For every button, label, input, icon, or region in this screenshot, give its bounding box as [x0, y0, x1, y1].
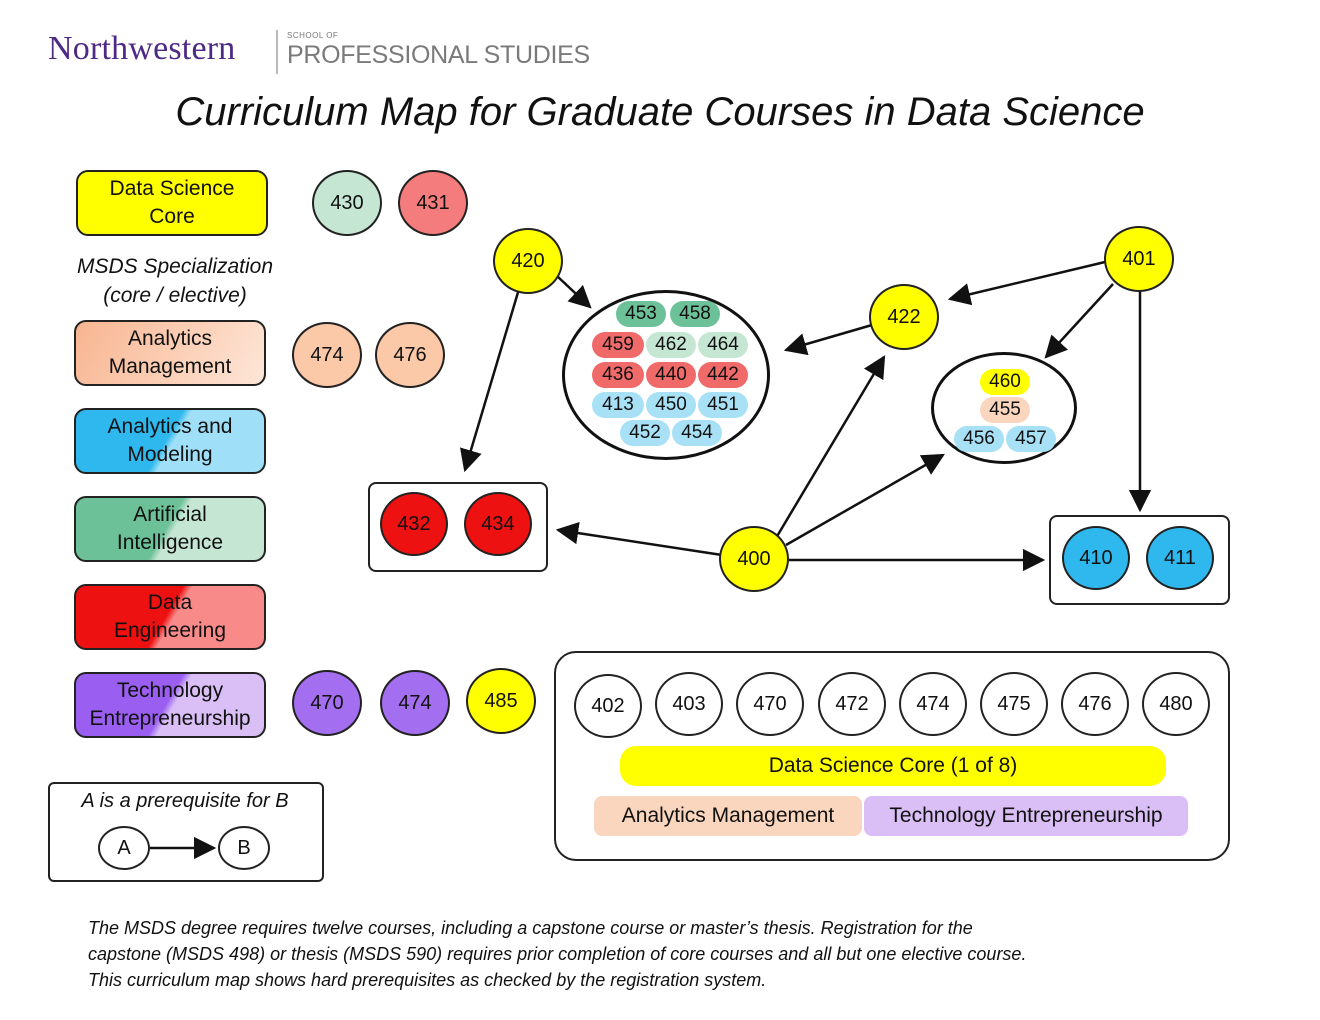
prerequisite-legend-box [48, 782, 324, 882]
legend-de-label: Data Engineering [113, 591, 227, 642]
course-474-te: 474 [380, 670, 450, 736]
course-413: 413 [592, 392, 644, 418]
arrow-400-to-small-cluster [785, 453, 945, 547]
shared-courses-box [554, 651, 1230, 861]
legend-ai-label: Artificial Intelligence [116, 503, 224, 554]
course-462: 462 [646, 332, 696, 358]
course-480: 480 [1142, 672, 1210, 736]
footnote: The MSDS degree requires twelve courses,… [88, 915, 1248, 993]
arrow-400-to-de-box [555, 521, 723, 557]
legend-data-engineering: Data Engineering [74, 584, 266, 650]
course-411: 411 [1146, 526, 1214, 590]
course-431: 431 [398, 170, 468, 236]
logo-professional-studies: PROFESSIONAL STUDIES [287, 41, 590, 69]
course-432: 432 [380, 492, 448, 556]
legend-analytics-modeling: Analytics and Modeling [74, 408, 266, 474]
analytics-management-bar: Analytics Management [594, 796, 862, 836]
course-475: 475 [980, 672, 1048, 736]
course-455: 455 [980, 397, 1030, 423]
page-title: Curriculum Map for Graduate Courses in D… [175, 90, 1145, 134]
course-400: 400 [719, 526, 789, 592]
course-453: 453 [616, 301, 666, 327]
logo-divider [276, 30, 278, 74]
course-422: 422 [869, 284, 939, 350]
course-452: 452 [620, 420, 670, 446]
elective-cluster-main [562, 290, 770, 460]
arrow-420-to-main-cluster [556, 275, 592, 309]
arrow-401-to-small-cluster [1044, 283, 1114, 359]
technology-entrepreneurship-bar: Technology Entrepreneurship [864, 796, 1188, 836]
legend-am-label: Analytics Management [108, 327, 232, 378]
course-434: 434 [464, 492, 532, 556]
course-430: 430 [312, 170, 382, 236]
course-420: 420 [493, 228, 563, 294]
course-459: 459 [592, 332, 644, 358]
course-472: 472 [818, 672, 886, 736]
arrow-422-to-main-cluster [783, 323, 873, 356]
footnote-line-2: capstone (MSDS 498) or thesis (MSDS 590)… [88, 944, 1027, 964]
course-410: 410 [1062, 526, 1130, 590]
core-choice-bar: Data Science Core (1 of 8) [620, 746, 1166, 786]
footnote-line-3: This curriculum map shows hard prerequis… [88, 970, 767, 990]
course-401: 401 [1104, 226, 1174, 292]
course-464: 464 [698, 332, 748, 358]
arrow-401-to-422 [947, 260, 1106, 306]
data-engineering-core-box [368, 482, 548, 572]
legend-node-b: B [218, 826, 270, 870]
course-454: 454 [672, 420, 722, 446]
course-460: 460 [980, 369, 1030, 395]
course-436: 436 [592, 362, 644, 388]
course-476-am: 476 [375, 322, 445, 388]
course-457: 457 [1006, 426, 1056, 452]
course-470-te: 470 [292, 670, 362, 736]
footnote-line-1: The MSDS degree requires twelve courses,… [88, 918, 973, 938]
specialization-label: MSDS Specialization (core / elective) [76, 255, 274, 307]
course-451: 451 [698, 392, 748, 418]
logo-school-of: SCHOOL OF [287, 31, 339, 40]
legend-te-label: Technology Entrepreneurship [89, 679, 251, 730]
prerequisite-legend-label: A is a prerequisite for B [81, 790, 289, 812]
legend-analytics-management: Analytics Management [74, 320, 266, 386]
northwestern-logo: Northwestern [48, 30, 236, 67]
legend-data-science-core: Data Science Core [76, 170, 268, 236]
elective-cluster-small [931, 352, 1077, 464]
arrow-400-to-422 [774, 355, 886, 539]
course-442: 442 [698, 362, 748, 388]
course-403: 403 [655, 672, 723, 736]
course-402: 402 [574, 674, 642, 738]
course-450: 450 [646, 392, 696, 418]
legend-modeling-label: Analytics and Modeling [107, 415, 233, 466]
legend-core-label: Data Science Core [109, 177, 235, 228]
legend-artificial-intelligence: Artificial Intelligence [74, 496, 266, 562]
course-440: 440 [646, 362, 696, 388]
course-456: 456 [954, 426, 1004, 452]
arrow-420-to-de-box [460, 288, 521, 473]
course-458: 458 [670, 301, 720, 327]
course-485: 485 [466, 668, 536, 734]
legend-node-a: A [98, 826, 150, 870]
course-470: 470 [736, 672, 804, 736]
legend-technology-entrepreneurship: Technology Entrepreneurship [74, 672, 266, 738]
course-474: 474 [899, 672, 967, 736]
analytics-modeling-core-box [1049, 515, 1230, 605]
course-474-am: 474 [292, 322, 362, 388]
course-476: 476 [1061, 672, 1129, 736]
